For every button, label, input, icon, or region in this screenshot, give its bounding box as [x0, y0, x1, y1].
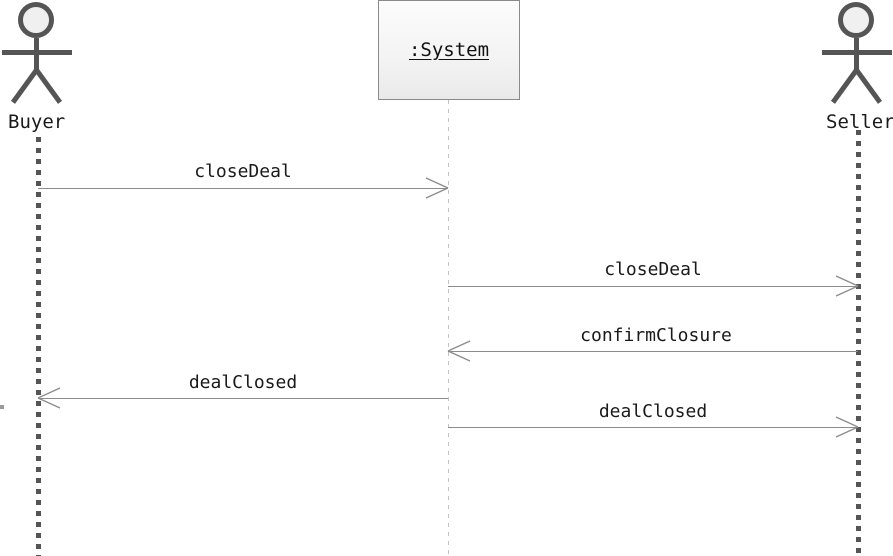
message-arrowhead-1	[425, 177, 449, 199]
lifeline-system	[448, 100, 449, 556]
actor-torso-icon	[854, 38, 859, 74]
actor-buyer[interactable]	[0, 0, 80, 110]
message-label-4: dealClosed	[188, 372, 298, 393]
message-line-1	[38, 188, 448, 189]
actor-seller-label: Seller	[826, 111, 893, 133]
message-arrowhead-3	[447, 340, 471, 362]
message-arrowhead-2	[835, 275, 859, 297]
object-system-label: :System	[408, 39, 490, 61]
clipped-edge-mark	[0, 405, 4, 409]
message-label-5: dealClosed	[598, 401, 708, 422]
actor-leg-right-icon	[854, 68, 883, 104]
actor-leg-left-icon	[10, 68, 39, 104]
message-line-2	[448, 286, 858, 287]
message-arrowhead-4	[37, 387, 61, 409]
lifeline-buyer	[36, 137, 41, 556]
actor-head-icon	[838, 2, 874, 38]
message-line-3	[448, 351, 858, 352]
actor-arms-icon	[2, 50, 72, 55]
message-label-3: confirmClosure	[580, 325, 732, 346]
object-system-box[interactable]: :System	[378, 0, 520, 100]
actor-arms-icon	[822, 50, 892, 55]
lifeline-seller	[856, 130, 861, 556]
actor-seller[interactable]	[820, 0, 893, 110]
actor-leg-left-icon	[830, 68, 859, 104]
actor-buyer-label: Buyer	[8, 111, 66, 133]
message-line-4	[38, 398, 448, 399]
actor-head-icon	[18, 2, 54, 38]
message-label-2: closeDeal	[604, 259, 702, 280]
message-line-5	[448, 427, 858, 428]
message-arrowhead-5	[835, 416, 859, 438]
actor-leg-right-icon	[34, 68, 63, 104]
actor-torso-icon	[34, 38, 39, 74]
message-label-1: closeDeal	[194, 161, 292, 182]
